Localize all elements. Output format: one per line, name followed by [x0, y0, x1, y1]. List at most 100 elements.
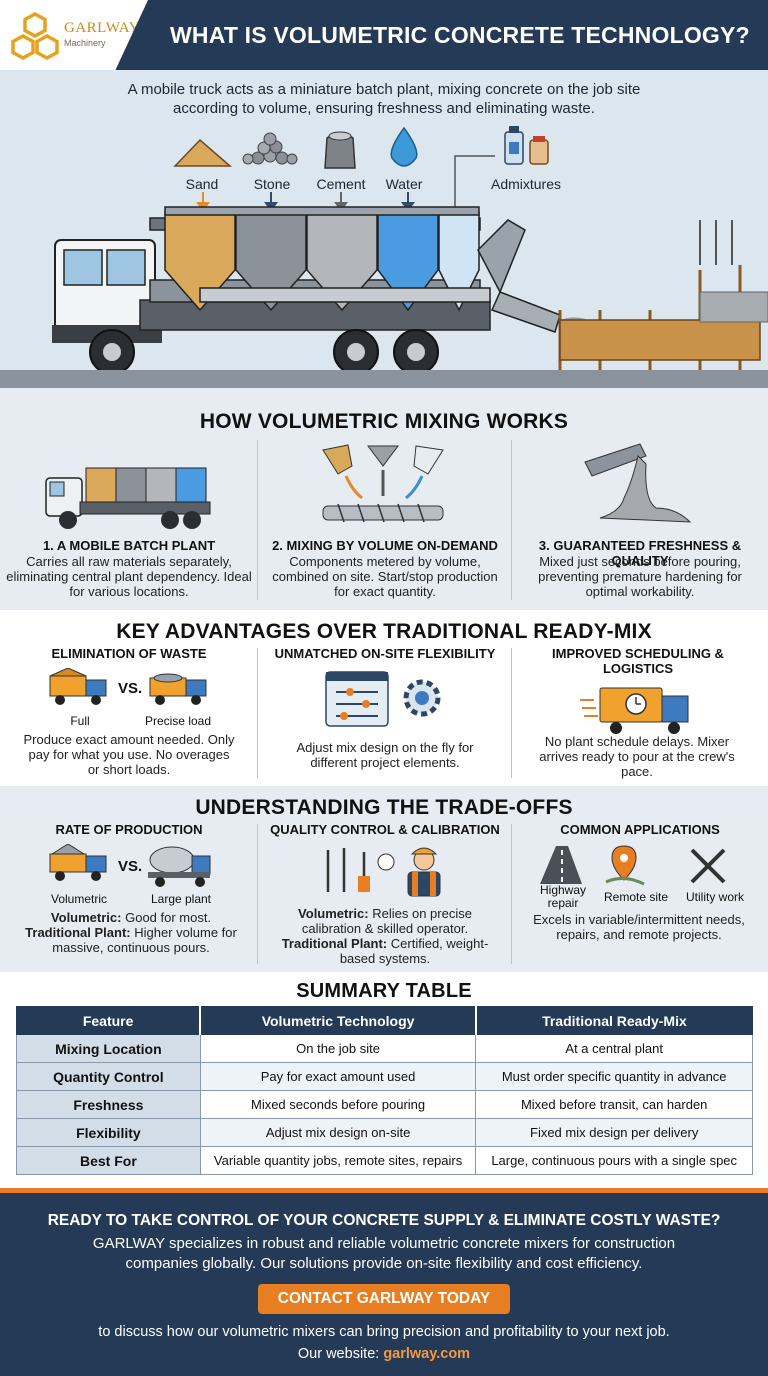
footer-cta: READY TO TAKE CONTROL OF YOUR CONCRETE S… — [0, 1188, 768, 1376]
tools-and-operator-icon — [326, 847, 441, 897]
wrench-screwdriver-icon — [690, 848, 726, 884]
ingredient-cement: Cement — [316, 176, 366, 192]
page-title: WHAT IS VOLUMETRIC CONCRETE TECHNOLOGY? — [170, 22, 750, 48]
adv-waste-desc: Produce exact amount needed. Only pay fo… — [23, 732, 235, 777]
table-row: Flexibility Adjust mix design on-site Fi… — [16, 1118, 753, 1147]
table-row: Freshness Mixed seconds before pouring M… — [16, 1090, 753, 1119]
summary-table: Feature Volumetric Technology Traditiona… — [16, 1006, 753, 1175]
cement-bag-icon — [324, 131, 356, 169]
vs-label-2: VS. — [118, 858, 143, 875]
table-cell: On the job site — [199, 1034, 477, 1063]
advantages-section: KEY ADVANTAGES OVER TRADITIONAL READY-MI… — [0, 610, 768, 786]
header-volumetric: Volumetric Technology — [199, 1006, 477, 1035]
footer-accent-bar — [0, 1188, 768, 1193]
hero-section: A mobile truck acts as a miniature batch… — [0, 70, 768, 388]
hero-intro: A mobile truck acts as a miniature batch… — [127, 81, 641, 117]
ingredient-admixtures: Admixtures — [490, 176, 562, 192]
adv-schedule-title: IMPROVED SCHEDULING & LOGISTICS — [552, 646, 724, 676]
tradeoffs-section: UNDERSTANDING THE TRADE-OFFS RATE OF PRO… — [0, 786, 768, 972]
sand-icon — [173, 138, 233, 167]
step-2-title: 2. MIXING BY VOLUME ON-DEMAND — [272, 538, 498, 553]
website-line: Our website: garlway.com — [0, 1346, 768, 1362]
header-feature: Feature — [16, 1006, 202, 1035]
table-cell: Variable quantity jobs, remote sites, re… — [199, 1146, 477, 1175]
map-pin-icon — [605, 845, 645, 886]
highway-icon — [540, 846, 582, 884]
precise-load-truck-icon — [149, 673, 207, 705]
logo-name: GARLWAY — [64, 20, 141, 36]
adv-schedule-desc: No plant schedule delays. Mixer arrives … — [539, 734, 735, 779]
water-drop-icon — [390, 126, 418, 167]
table-cell: Large, continuous pours with a single sp… — [475, 1146, 753, 1175]
table-cell: Quantity Control — [16, 1062, 201, 1091]
step-3-desc: Mixed just seconds before pouring, preve… — [538, 554, 742, 599]
table-cell: Mixed seconds before pouring — [199, 1090, 477, 1119]
table-cell: Best For — [16, 1146, 201, 1175]
summary-title: SUMMARY TABLE — [296, 980, 472, 1002]
website-label: Our website: — [297, 1346, 384, 1362]
how-title: HOW VOLUMETRIC MIXING WORKS — [199, 410, 569, 433]
table-cell: Mixed before transit, can harden — [475, 1090, 753, 1119]
quality-title: QUALITY CONTROL & CALIBRATION — [270, 822, 500, 837]
cta-question: READY TO TAKE CONTROL OF YOUR CONCRETE S… — [47, 1212, 721, 1229]
step-1-title: 1. A MOBILE BATCH PLANT — [42, 538, 216, 553]
ingredient-sand: Sand — [185, 176, 219, 192]
table-header-row: Feature Volumetric Technology Traditiona… — [16, 1006, 753, 1035]
table-row: Best For Variable quantity jobs, remote … — [16, 1146, 753, 1175]
applications-icons — [540, 845, 726, 886]
table-row: Quantity Control Pay for exact amount us… — [16, 1062, 753, 1091]
table-cell: At a central plant — [475, 1034, 753, 1063]
logo-subtitle: Machinery — [64, 38, 106, 48]
step-2-desc: Components metered by volume, combined o… — [272, 554, 498, 599]
delivery-truck-clock-icon — [580, 687, 689, 734]
rate-title: RATE OF PRODUCTION — [55, 822, 203, 837]
app-utility-label: Utility work — [685, 890, 744, 904]
website-link[interactable]: garlway.com — [383, 1346, 471, 1362]
quality-desc: Volumetric: Relies on precise calibratio… — [281, 906, 489, 966]
logo[interactable]: GARLWAY Machinery — [0, 0, 148, 70]
full-dump-truck-icon — [49, 668, 107, 705]
full-label: Full — [70, 714, 90, 728]
precise-load-label: Precise load — [144, 714, 212, 728]
step-1-desc: Carries all raw materials separately, el… — [6, 554, 252, 599]
ingredient-water: Water — [385, 176, 423, 192]
vs-label-1: VS. — [118, 680, 143, 697]
cta-after-text: to discuss how our volumetric mixers can… — [98, 1324, 670, 1340]
tradeoffs-title: UNDERSTANDING THE TRADE-OFFS — [195, 796, 573, 819]
header-bar: GARLWAY Machinery WHAT IS VOLUMETRIC CON… — [0, 0, 768, 70]
table-row: Mixing Location On the job site At a cen… — [16, 1034, 753, 1063]
app-highway-label: Highway repair — [539, 883, 587, 910]
adv-flex-title: UNMATCHED ON-SITE FLEXIBILITY — [274, 646, 496, 661]
adv-waste-title: ELIMINATION OF WASTE — [51, 646, 207, 661]
table-cell: Fixed mix design per delivery — [475, 1118, 753, 1147]
contact-button[interactable]: CONTACT GARLWAY TODAY — [258, 1284, 510, 1314]
applications-title: COMMON APPLICATIONS — [560, 822, 720, 837]
volumetric-label: Volumetric — [50, 892, 108, 906]
table-cell: Pay for exact amount used — [199, 1062, 477, 1091]
mobile-batch-truck-icon — [45, 467, 211, 529]
mix-settings-gear-icon — [325, 671, 441, 727]
rate-desc: Volumetric: Good for most. Traditional P… — [25, 910, 237, 955]
header-traditional: Traditional Ready-Mix — [475, 1006, 753, 1035]
table-cell: Mixing Location — [16, 1034, 201, 1063]
table-cell: Adjust mix design on-site — [199, 1118, 477, 1147]
ingredient-stone: Stone — [253, 176, 291, 192]
large-plant-mixer-icon — [148, 846, 211, 887]
cta-body: GARLWAY specializes in robust and reliab… — [92, 1235, 676, 1272]
admixture-bottles-icon — [504, 126, 549, 165]
step-3-title: 3. GUARANTEED FRESHNESS & QUALITY — [538, 538, 742, 568]
advantages-title: KEY ADVANTAGES OVER TRADITIONAL READY-MI… — [116, 620, 652, 643]
app-remote-label: Remote site — [603, 890, 669, 904]
stone-icon — [242, 132, 298, 165]
honeycomb-logo-icon — [11, 12, 59, 60]
table-cell: Flexibility — [16, 1118, 201, 1147]
volumetric-truck-small-icon — [49, 844, 107, 881]
adv-flex-desc: Adjust mix design on the fly for differe… — [296, 740, 474, 770]
table-cell: Freshness — [16, 1090, 201, 1119]
how-it-works-section: HOW VOLUMETRIC MIXING WORKS 1. A MOBILE … — [0, 388, 768, 610]
volume-mixing-auger-icon — [322, 444, 444, 523]
applications-desc: Excels in variable/intermittent needs, r… — [533, 912, 745, 942]
large-plant-label: Large plant — [150, 892, 212, 906]
fresh-concrete-pour-icon — [584, 443, 692, 523]
volumetric-truck-illustration — [0, 126, 768, 388]
